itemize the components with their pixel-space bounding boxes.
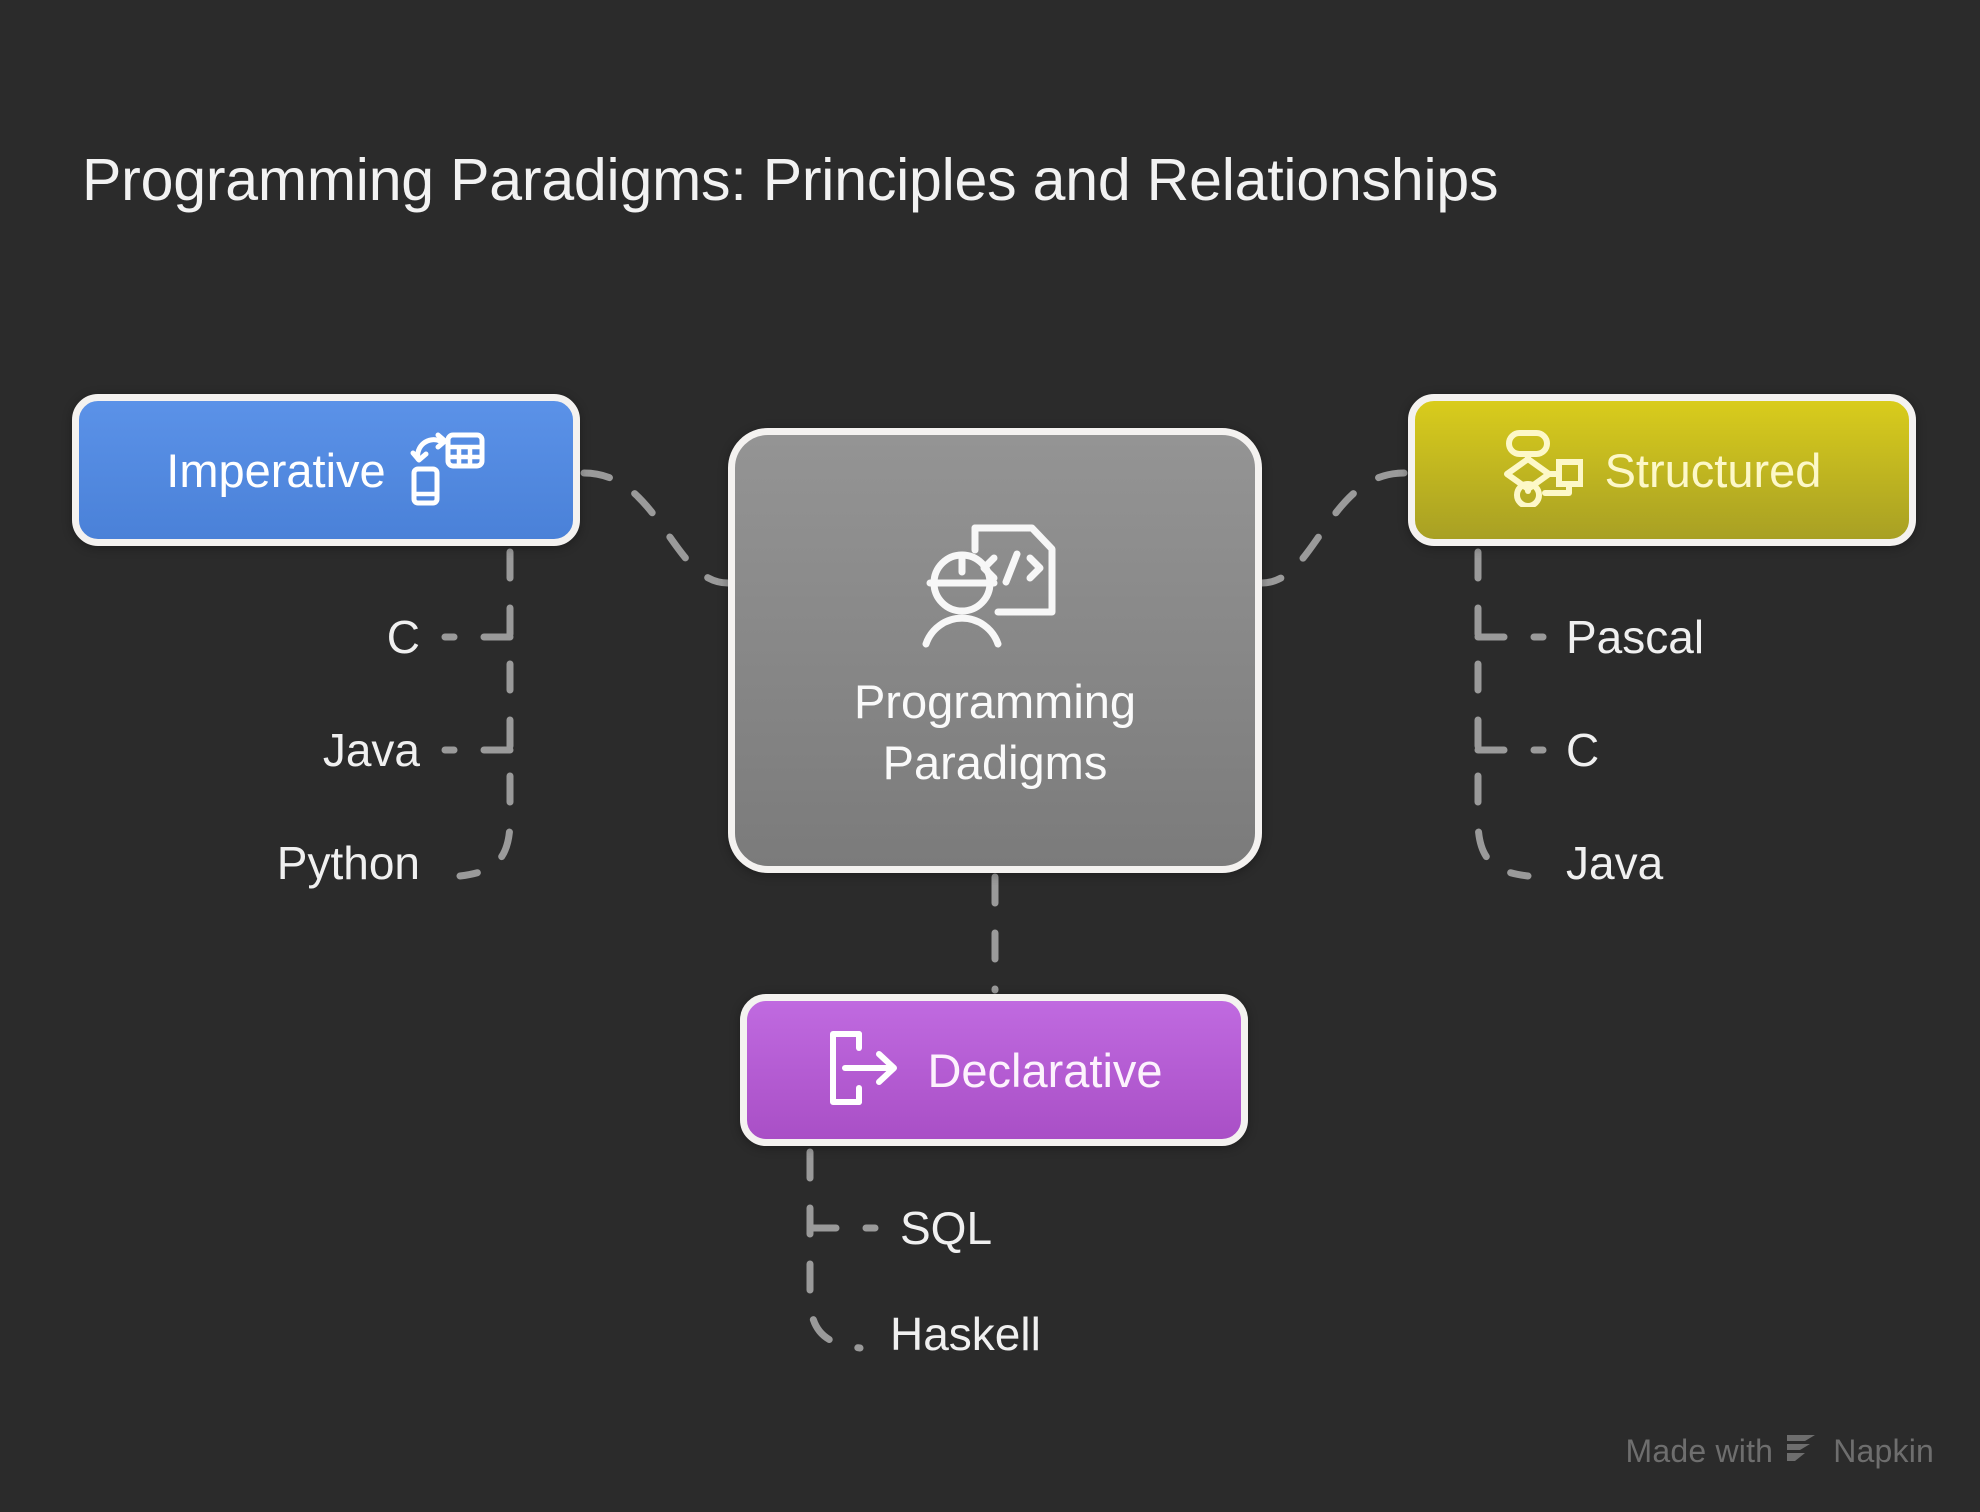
page-title: Programming Paradigms: Principles and Re…	[82, 147, 1499, 213]
node-central-label: Programming Paradigms	[853, 674, 1137, 789]
exit-arrow-icon	[825, 1028, 905, 1113]
leaf-structured-0: Pascal	[1566, 611, 1705, 663]
node-structured[interactable]: Structured	[1408, 394, 1916, 546]
node-declarative-label: Declarative	[927, 1043, 1163, 1097]
connector-structured-to-central	[1258, 469, 1408, 587]
leaf-stem-structured	[1474, 548, 1532, 880]
node-imperative-label: Imperative	[166, 443, 386, 497]
leaf-stem-declarative	[806, 1148, 864, 1352]
node-structured-label: Structured	[1604, 443, 1822, 497]
developer-code-document-icon	[920, 518, 1070, 655]
node-declarative[interactable]: Declarative	[740, 994, 1248, 1146]
leaf-stem-imperative	[456, 548, 514, 880]
device-data-transfer-icon	[408, 429, 486, 512]
leaf-structured-1: C	[1566, 724, 1600, 776]
watermark-prefix: Made with	[1625, 1432, 1774, 1469]
leaf-imperative-2: Python	[276, 837, 420, 889]
watermark-brand: Napkin	[1833, 1432, 1934, 1469]
flowchart-icon	[1503, 429, 1584, 512]
watermark-made-with-napkin[interactable]: Made with Napkin	[1626, 1433, 1934, 1468]
connector-imperative-to-central	[580, 469, 732, 587]
leaf-declarative-0: SQL	[900, 1202, 993, 1254]
node-central-programming-paradigms[interactable]: Programming Paradigms	[728, 428, 1262, 873]
leaf-imperative-1: Java	[322, 724, 420, 776]
leaf-imperative-0: C	[386, 611, 420, 663]
napkin-logo-icon	[1785, 1433, 1821, 1468]
leaf-structured-2: Java	[1566, 837, 1664, 889]
leaf-declarative-1: Haskell	[890, 1308, 1041, 1360]
node-imperative[interactable]: Imperative	[72, 394, 580, 546]
